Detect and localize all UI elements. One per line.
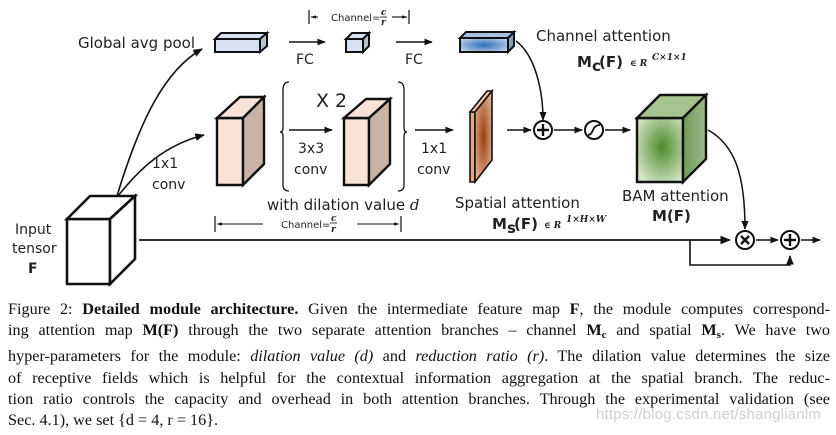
- conv-box-2: [340, 96, 394, 188]
- caption-line-2: ing attention map M(F) through the two s…: [8, 321, 830, 342]
- fc1-label: FC: [296, 52, 314, 68]
- brace-left: [279, 81, 290, 192]
- channel-attention-label: Channel attention: [536, 27, 671, 45]
- sigmoid-operator-icon: [584, 120, 604, 140]
- bam-mf-label: M(F): [652, 207, 691, 225]
- input-tensor-cube: [63, 193, 139, 288]
- residual-add-operator-icon: [780, 230, 800, 250]
- caption-line-1: Figure 2: Detailed module architecture. …: [8, 300, 831, 318]
- add-operator-icon: [533, 120, 553, 140]
- spatial-attention-label: Spatial attention: [455, 194, 580, 212]
- conv3x3-label-a: 3x3: [298, 141, 324, 157]
- channel-bottom-frac-den: r: [331, 225, 337, 235]
- reduced-vector-box: [343, 30, 372, 55]
- repeat-x2-label: X 2: [316, 90, 347, 112]
- bam-architecture-diagram: Input tensor F 1x1 conv Global avg pool …: [12, 8, 821, 288]
- bam-attention-label: BAM attention: [622, 187, 729, 205]
- channel-dim-bottom: Channel= c r: [214, 214, 402, 235]
- conv1x1-left-label-b: conv: [152, 177, 185, 193]
- svg-text:s: s: [507, 219, 516, 237]
- arrow-input-to-conv: [117, 133, 205, 197]
- input-label-line2: tensor: [12, 241, 57, 257]
- ms-formula: M s (F) ∈ R 1×H×W: [492, 215, 607, 237]
- bam-attention-cube: [634, 92, 709, 185]
- arrow-bam-to-multiply: [707, 129, 749, 230]
- caption-line-4: of receptive fields which is helpful for…: [8, 368, 830, 387]
- svg-text:∈ R: ∈ R: [630, 59, 648, 69]
- channel-bottom-frac-num: c: [331, 214, 337, 224]
- fc2-label: FC: [405, 52, 423, 68]
- spatial-attention-map: [468, 88, 494, 185]
- arrow-channel-to-add: [515, 40, 547, 121]
- svg-text:M: M: [577, 53, 592, 71]
- multiply-operator-icon: [735, 230, 755, 250]
- global-avg-pool-label: Global avg pool: [78, 34, 195, 52]
- residual-line: [689, 240, 794, 266]
- conv1x1-left-label-a: 1x1: [152, 156, 178, 172]
- channel-top-label: Channel=: [331, 13, 380, 24]
- conv1x1-right-label-b: conv: [417, 162, 450, 178]
- caption-line-3: hyper-parameters for the module: dilatio…: [8, 347, 830, 366]
- channel-top-frac-num: c: [381, 8, 387, 18]
- input-label-line1: Input: [15, 222, 52, 238]
- svg-text:∈ R: ∈ R: [544, 221, 562, 231]
- dilation-label: with dilation value d: [267, 196, 420, 214]
- caption-line-6: Sec. 4.1), we set {d = 4, r = 16}.: [8, 411, 219, 430]
- brace-right: [397, 81, 408, 192]
- conv1x1-right-label-a: 1x1: [421, 141, 447, 157]
- channel-attention-box: [457, 29, 517, 55]
- channel-dim-top: Channel= c r: [308, 8, 410, 28]
- channel-top-frac-den: r: [381, 18, 387, 28]
- svg-text:1×H×W: 1×H×W: [566, 215, 607, 225]
- svg-text:(F): (F): [599, 53, 623, 71]
- conv3x3-label-b: conv: [294, 162, 327, 178]
- input-label-F: F: [28, 261, 38, 277]
- caption-line-5: tion ratio controls the capacity and ove…: [8, 389, 830, 408]
- arrow-input-to-gap: [116, 48, 203, 197]
- figure-caption: Figure 2: Detailed module architecture. …: [8, 299, 830, 431]
- mc-formula: M c (F) ∈ R C×1×1: [577, 53, 687, 75]
- svg-text:C×1×1: C×1×1: [652, 53, 687, 63]
- conv-box-1: [213, 94, 267, 188]
- gap-vector-box: [212, 30, 270, 55]
- svg-text:c: c: [592, 57, 601, 75]
- channel-bottom-label: Channel=: [281, 220, 330, 231]
- watermark: https://blog.csdn.net/shanglianlm: [596, 406, 822, 423]
- caption-title: Detailed module architecture.: [82, 300, 299, 318]
- svg-text:(F): (F): [514, 215, 538, 233]
- svg-text:M: M: [492, 215, 507, 233]
